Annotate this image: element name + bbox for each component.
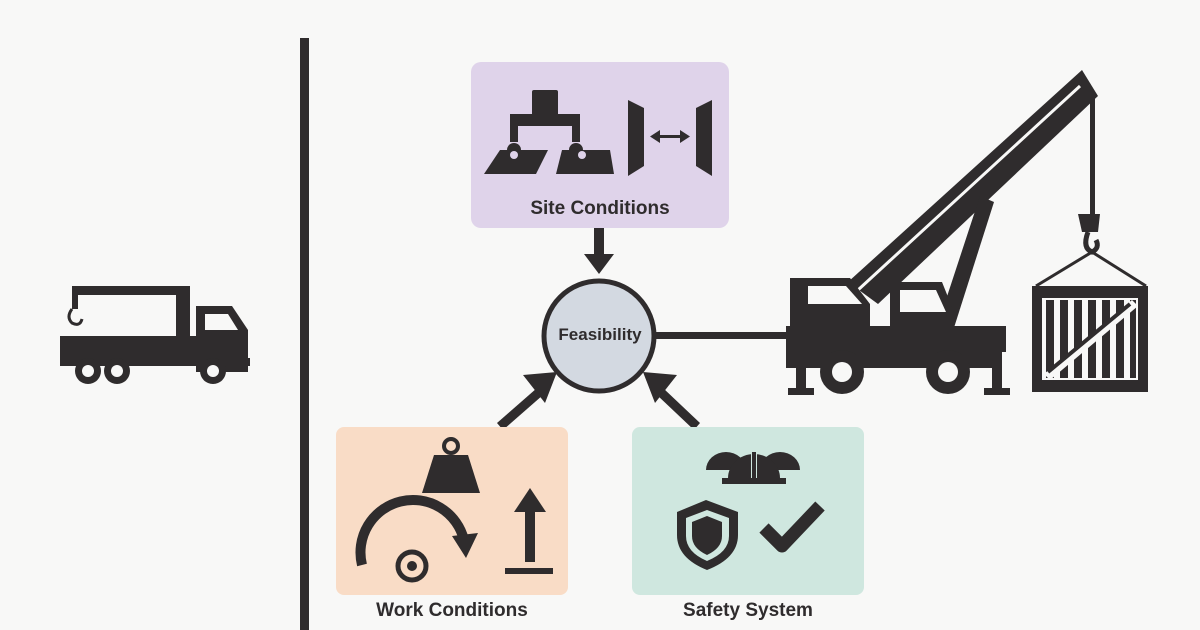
checkmark-icon bbox=[759, 501, 825, 553]
feasibility-label: Feasibility bbox=[558, 325, 642, 344]
width-clearance-icon bbox=[628, 100, 712, 176]
arrow-site-to-feasibility bbox=[584, 228, 614, 274]
vertical-divider bbox=[300, 38, 309, 630]
arrow-safety-to-feasibility bbox=[643, 372, 700, 430]
hard-hats-icon bbox=[706, 452, 800, 484]
safety-system-label: Safety System bbox=[683, 600, 813, 621]
work-conditions-label: Work Conditions bbox=[376, 600, 528, 621]
mobile-crane-icon bbox=[786, 70, 1147, 395]
lift-height-icon bbox=[505, 488, 553, 574]
rotation-icon bbox=[355, 495, 478, 583]
outrigger-pads-icon bbox=[484, 90, 614, 174]
cargo-crate-icon bbox=[1032, 286, 1148, 392]
site-conditions-label: Site Conditions bbox=[530, 198, 670, 219]
crane-truck-icon bbox=[60, 286, 250, 384]
weight-icon bbox=[422, 437, 480, 493]
shield-icon bbox=[677, 500, 738, 570]
safety-system-box bbox=[632, 427, 864, 595]
arrow-work-to-feasibility bbox=[497, 372, 557, 430]
connector-line bbox=[654, 332, 794, 339]
